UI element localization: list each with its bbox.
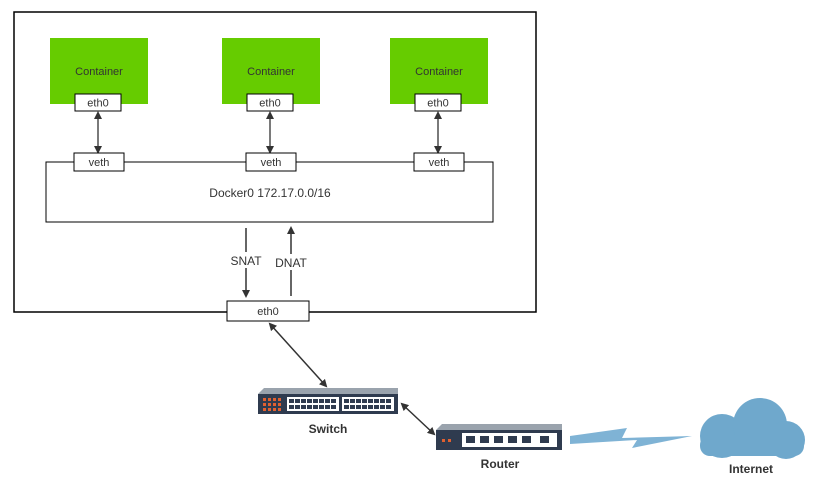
cloud-icon	[700, 398, 805, 459]
docker0-bridge-box	[45, 161, 494, 223]
container-label: Container	[247, 66, 295, 78]
router-label: Router	[481, 457, 520, 471]
switch-icon	[258, 388, 398, 414]
host-eth0-label: eth0	[257, 306, 278, 318]
container-eth0-label: eth0	[87, 98, 108, 110]
snat-label: SNAT	[230, 254, 262, 268]
veth-label: veth	[89, 157, 110, 169]
veth-box	[73, 152, 125, 172]
bridge-label: Docker0 172.17.0.0/16	[209, 186, 331, 200]
router-icon	[436, 424, 562, 450]
container-label: Container	[415, 66, 463, 78]
container-1: Container eth0	[50, 38, 148, 112]
dnat-label: DNAT	[275, 256, 307, 270]
container-eth0-label: eth0	[259, 98, 280, 110]
veth-label: veth	[261, 157, 282, 169]
container-box	[50, 38, 148, 104]
internet-label: Internet	[729, 462, 773, 476]
host-eth0-box	[226, 300, 310, 322]
veth-box	[245, 152, 297, 172]
veth-box	[413, 152, 465, 172]
container-label: Container	[75, 66, 123, 78]
container-3: Container eth0	[390, 38, 488, 112]
container-box	[390, 38, 488, 104]
container-eth0-label: eth0	[427, 98, 448, 110]
switch-label: Switch	[309, 422, 348, 436]
switch-router-link	[400, 402, 436, 436]
container-2: Container eth0	[222, 38, 320, 112]
container-box	[222, 38, 320, 104]
wan-link-bolt	[570, 428, 692, 448]
veth-label: veth	[429, 157, 450, 169]
eth0-switch-link	[268, 322, 328, 388]
